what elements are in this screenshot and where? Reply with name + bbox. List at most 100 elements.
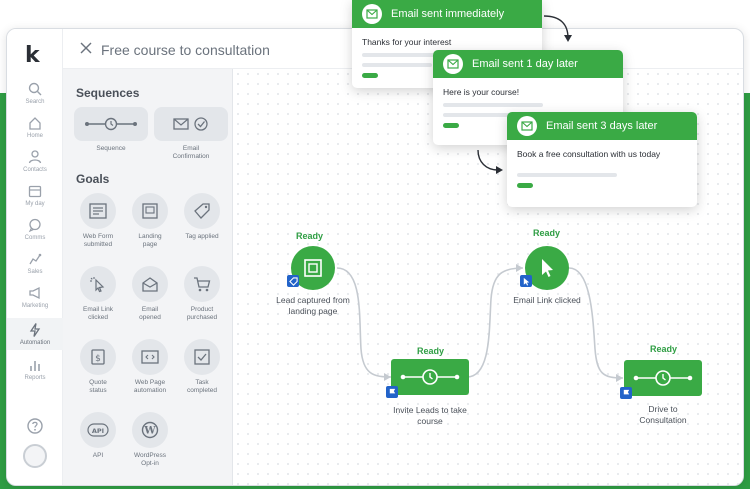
code-window-icon — [141, 350, 159, 364]
curved-arrow-icon — [477, 149, 503, 174]
checkbox-icon — [194, 349, 210, 365]
tile-landing-page[interactable]: Landing page — [125, 193, 175, 249]
goals-heading: Goals — [76, 172, 110, 186]
search-icon — [28, 82, 42, 96]
nav-item-home[interactable]: Home — [7, 115, 63, 141]
green-indicator — [517, 183, 533, 188]
svg-text:W: W — [143, 426, 156, 437]
flow-node-invite-leads[interactable] — [391, 359, 469, 395]
nav-item-contacts[interactable]: Contacts — [7, 149, 63, 175]
tag-icon — [194, 203, 210, 219]
nav-label: Marketing — [21, 303, 49, 309]
tile-label: Landing page — [138, 233, 162, 248]
help-icon[interactable] — [26, 417, 44, 435]
node-status: Ready — [417, 346, 445, 356]
node-label: Invite Leads to take course — [393, 405, 467, 426]
flag-icon — [620, 387, 632, 399]
tile-api[interactable]: API API — [73, 412, 123, 460]
nav-item-search[interactable]: Search — [7, 81, 63, 107]
sequence-icon — [400, 369, 460, 385]
nav-item-sales[interactable]: Sales — [7, 251, 63, 277]
tile-email-opened[interactable]: Email opened — [125, 266, 175, 322]
nav-label: Sales — [27, 269, 43, 275]
envelope-open-icon — [142, 277, 158, 292]
curved-arrow-icon — [543, 15, 572, 42]
flow-node-email-link-clicked[interactable] — [525, 246, 569, 290]
envelope-icon — [443, 54, 463, 74]
email-card-text: Thanks for your interest — [362, 37, 452, 47]
nav-label: My day — [25, 201, 45, 207]
quote-icon: $ — [91, 349, 105, 365]
cursor-click-icon — [90, 277, 105, 293]
nav-label: Contacts — [23, 167, 47, 173]
tile-label: API — [92, 452, 104, 459]
tile-tag-applied[interactable]: Tag applied — [177, 193, 227, 241]
megaphone-icon — [29, 286, 40, 300]
tag-icon — [287, 275, 299, 287]
email-card-text: Here is your course! — [443, 87, 520, 97]
close-icon[interactable] — [79, 41, 93, 55]
nav-item-reports[interactable]: Reports — [7, 357, 63, 383]
avatar[interactable] — [23, 444, 47, 468]
flag-icon — [386, 386, 398, 398]
web-form-icon — [89, 203, 107, 219]
flow-connectors — [336, 264, 624, 382]
email-card-text: Book a free consultation with us today — [517, 149, 661, 159]
tile-label: WordPress Opt-in — [133, 452, 167, 467]
flow-node-lead-captured[interactable] — [291, 246, 335, 290]
element-panel: Sequences Sequence Email Confirmation Go… — [63, 69, 233, 485]
placeholder-line — [443, 113, 513, 117]
calendar-icon — [28, 185, 42, 198]
tile-label: Tag applied — [185, 233, 219, 240]
tile-web-page-automation[interactable]: Web Page automation — [125, 339, 175, 395]
wordpress-icon: W — [141, 421, 159, 439]
tile-label: Email Confirmation — [172, 145, 210, 160]
tile-wordpress-opt-in[interactable]: W WordPress Opt-in — [125, 412, 175, 468]
sequences-heading: Sequences — [76, 86, 140, 100]
nav-item-automation[interactable]: Automation — [7, 318, 63, 350]
tile-quote-status[interactable]: $ Quote status — [73, 339, 123, 395]
nav-item-marketing[interactable]: Marketing — [7, 285, 63, 311]
email-card-3-days[interactable]: Email sent 3 days later Book a free cons… — [507, 112, 697, 207]
lightning-icon — [29, 323, 41, 337]
tile-sequence[interactable]: Sequence — [71, 107, 151, 153]
email-confirmation-icon — [173, 117, 208, 131]
landing-page-icon — [142, 203, 158, 219]
cart-icon — [194, 277, 211, 292]
email-card-title: Email sent immediately — [391, 8, 505, 20]
cursor-icon — [520, 275, 532, 287]
envelope-icon — [517, 116, 537, 136]
nav-label: Reports — [24, 375, 46, 381]
page-title: Free course to consultation — [101, 42, 270, 58]
tile-label: Email opened — [139, 306, 161, 321]
chart-icon — [30, 361, 40, 371]
tile-label: Web Page automation — [133, 379, 167, 394]
svg-text:$: $ — [95, 354, 101, 364]
tile-web-form[interactable]: Web Form submitted — [73, 193, 123, 249]
placeholder-line — [362, 63, 432, 67]
node-status: Ready — [533, 228, 561, 238]
app-window: k Search Home Contacts My day Comms Sale… — [6, 28, 744, 486]
nav-item-comms[interactable]: Comms — [7, 217, 63, 243]
node-label: Lead captured from landing page — [276, 295, 350, 316]
tile-label: Sequence — [96, 145, 126, 152]
sequence-icon — [633, 370, 693, 386]
tile-email-confirmation[interactable]: Email Confirmation — [151, 107, 231, 161]
green-indicator — [443, 123, 459, 128]
green-indicator — [362, 73, 378, 78]
nav-label: Comms — [24, 235, 46, 241]
email-card-title: Email sent 1 day later — [472, 58, 578, 70]
node-status: Ready — [650, 344, 678, 354]
tile-email-link-clicked[interactable]: Email Link clicked — [73, 266, 123, 322]
nav-item-my-day[interactable]: My day — [7, 183, 63, 209]
tile-product-purchased[interactable]: Product purchased — [177, 266, 227, 322]
envelope-icon — [362, 4, 382, 24]
svg-text:API: API — [92, 427, 104, 435]
flow-node-drive-to-consultation[interactable] — [624, 360, 702, 396]
tile-label: Task completed — [187, 379, 217, 394]
node-label: Email Link clicked — [513, 295, 581, 305]
sales-icon — [29, 253, 42, 265]
home-icon — [29, 117, 41, 130]
tile-task-completed[interactable]: Task completed — [177, 339, 227, 395]
placeholder-line — [517, 173, 617, 177]
